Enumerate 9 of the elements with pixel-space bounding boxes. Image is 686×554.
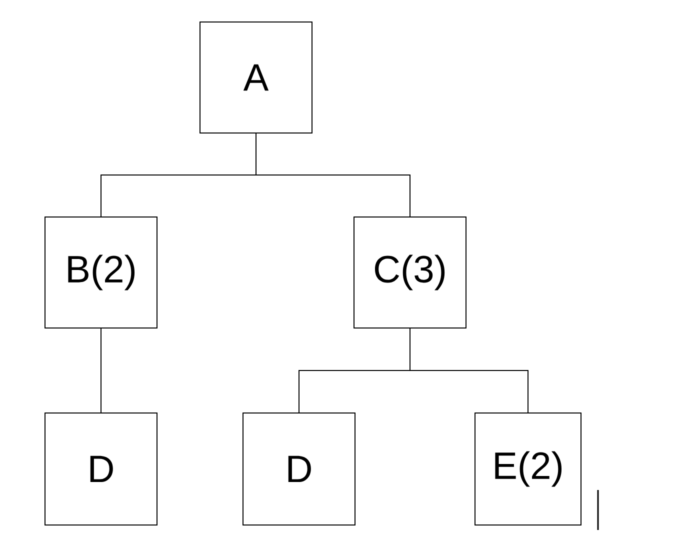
tree-box: A [200, 22, 312, 134]
tree-box: C(3) [354, 216, 466, 328]
connector-line [410, 328, 528, 413]
connector-line [100, 328, 102, 413]
tree-box: E(2) [474, 412, 582, 526]
tree-box: B(2) [44, 216, 158, 328]
tree-box: D [242, 412, 356, 526]
connector-line [256, 133, 410, 217]
tree-box: D [44, 412, 158, 526]
